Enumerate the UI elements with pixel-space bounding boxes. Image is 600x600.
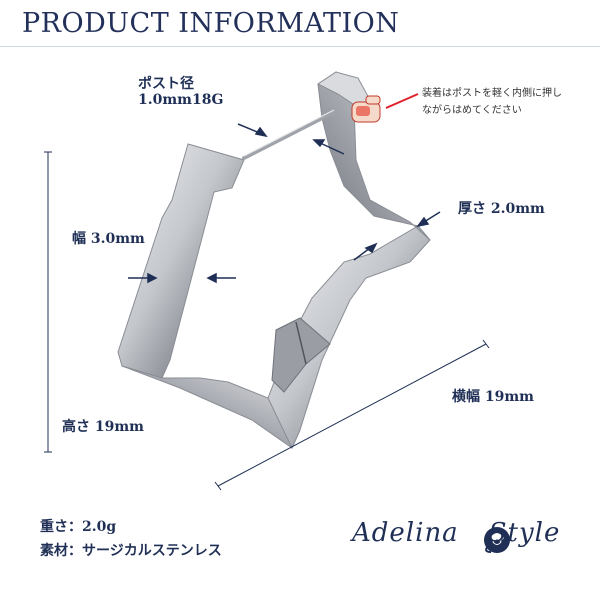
brand-name-left: Adelina (352, 518, 459, 548)
mounting-note-line2: ながらはめてください (422, 105, 522, 116)
brand-name-right: Style (488, 518, 561, 548)
height-label: 高さ 19mm (62, 419, 144, 435)
star-hoop (117, 71, 431, 450)
weight-spec: 重さ：2.0g (40, 519, 117, 535)
pointing-hand-icon (351, 95, 381, 123)
brand-logo: Adelina Style (352, 518, 560, 548)
post-diameter-value: 1.0mm18G (138, 92, 224, 108)
page-title: PRODUCT INFORMATION (22, 8, 400, 39)
dimension-arrows (128, 123, 441, 284)
horizontal-dimension-line (217, 343, 487, 487)
mounting-note-line1: 装着はポストを軽く内側に押し (422, 88, 562, 99)
pointer-line (385, 93, 419, 109)
horizontal-width-label: 横幅 19mm (452, 389, 534, 405)
material-spec: 素材：サージカルステンレス (40, 543, 222, 559)
thickness-label: 厚さ 2.0mm (458, 201, 545, 217)
post-diameter-label: ポスト径 (138, 76, 194, 92)
rose-icon (484, 527, 510, 553)
width-label: 幅 3.0mm (72, 231, 145, 247)
title-divider (0, 46, 600, 47)
